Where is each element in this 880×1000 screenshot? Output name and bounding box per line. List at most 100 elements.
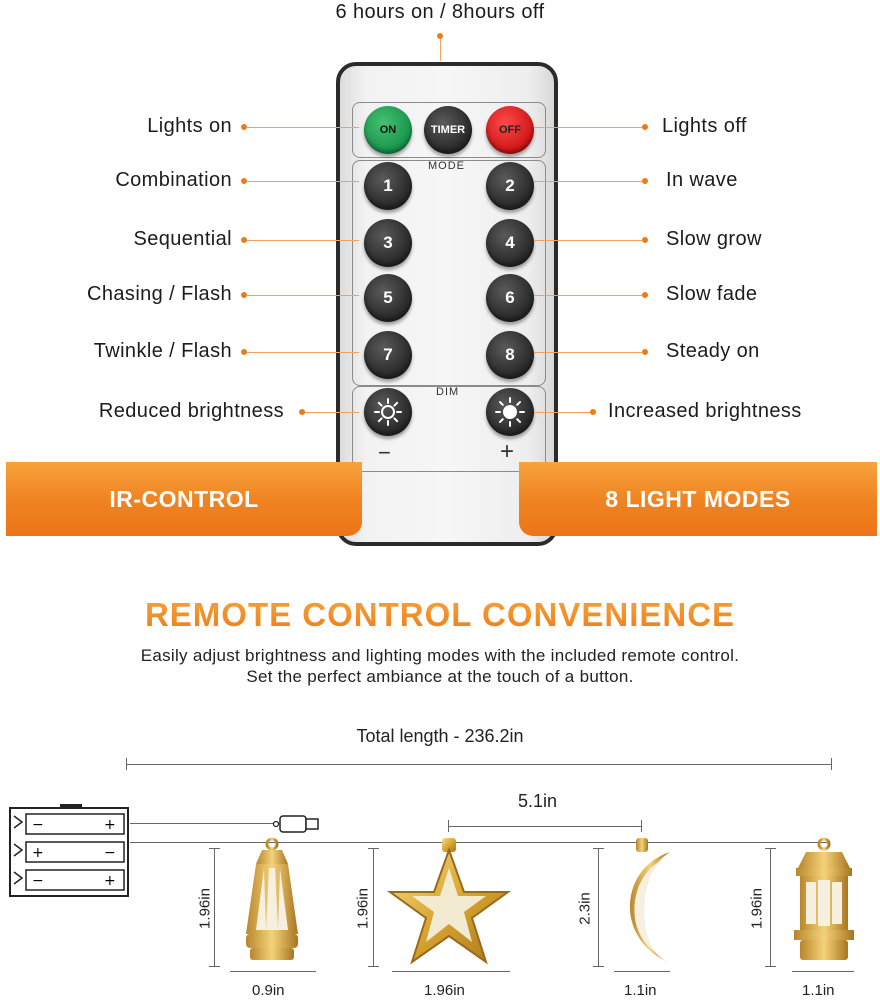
mode-label: MODE xyxy=(428,160,465,172)
mode-button-3[interactable]: 3 xyxy=(364,219,412,267)
tick xyxy=(641,820,642,832)
callout-dot xyxy=(241,292,247,298)
power-panel xyxy=(352,102,546,158)
callout-line xyxy=(247,351,359,353)
callout-line xyxy=(534,351,642,353)
dim-line xyxy=(770,848,771,966)
caption-chasing: Chasing / Flash xyxy=(87,283,232,305)
svg-text:+: + xyxy=(104,873,116,889)
caption-reduced: Reduced brightness xyxy=(98,400,284,422)
lamp-width: 1.1in xyxy=(802,982,835,999)
tick xyxy=(209,848,220,849)
dim-line xyxy=(230,971,316,972)
callout-dot xyxy=(642,178,648,184)
tick xyxy=(368,966,379,967)
caption-twinkle: Twinkle / Flash xyxy=(93,340,232,362)
caption-increased: Increased brightness xyxy=(608,400,802,422)
dim-line xyxy=(214,848,215,966)
caption-lights-on: Lights on xyxy=(147,115,232,137)
dim-line xyxy=(373,848,374,966)
banner-ir-control: IR-CONTROL xyxy=(6,462,362,536)
lantern-height: 1.96in xyxy=(196,888,214,929)
callout-line xyxy=(247,294,359,296)
callout-line xyxy=(534,126,642,128)
mode-panel xyxy=(352,160,546,386)
tick xyxy=(593,848,604,849)
callout-dot xyxy=(437,33,443,39)
caption-sequential: Sequential xyxy=(133,228,232,250)
mode-button-8[interactable]: 8 xyxy=(486,331,534,379)
tick xyxy=(765,848,776,849)
tick xyxy=(209,966,220,967)
top-caption: 6 hours on / 8hours off xyxy=(335,1,545,23)
lantern-width: 0.9in xyxy=(252,982,285,999)
battery-box-icon: − + + − − + xyxy=(9,804,129,897)
caption-slow-fade: Slow fade xyxy=(666,283,758,305)
lamp-height: 1.96in xyxy=(748,888,766,929)
callout-dot xyxy=(299,409,305,415)
tick xyxy=(448,820,449,832)
mode-button-6[interactable]: 6 xyxy=(486,274,534,322)
svg-text:+: + xyxy=(104,817,116,833)
tick xyxy=(368,848,379,849)
callout-line xyxy=(247,126,359,128)
mode-button-5[interactable]: 5 xyxy=(364,274,412,322)
svg-text:−: − xyxy=(32,873,44,889)
light-string-wire xyxy=(130,842,830,843)
moon-width: 1.1in xyxy=(624,982,657,999)
mode-button-4[interactable]: 4 xyxy=(486,219,534,267)
sun-outline-icon xyxy=(374,398,402,426)
dim-up-button[interactable] xyxy=(486,388,534,436)
off-button[interactable]: OFF xyxy=(486,106,534,154)
callout-dot xyxy=(241,124,247,130)
dim-line xyxy=(792,971,854,972)
lantern-ornament xyxy=(246,838,298,960)
plus-label: + xyxy=(500,438,515,465)
callout-line xyxy=(305,411,359,413)
star-width: 1.96in xyxy=(424,982,465,999)
callout-dot xyxy=(642,237,648,243)
lamp-ornament xyxy=(794,838,854,960)
mode-button-1[interactable]: 1 xyxy=(364,162,412,210)
subline-2: Set the perfect ambiance at the touch of… xyxy=(246,667,634,686)
mode-button-2[interactable]: 2 xyxy=(486,162,534,210)
svg-text:−: − xyxy=(32,817,44,833)
star-height: 1.96in xyxy=(354,888,372,929)
timer-button[interactable]: TIMER xyxy=(424,106,472,154)
headline: REMOTE CONTROL CONVENIENCE xyxy=(0,596,880,634)
mode-button-7[interactable]: 7 xyxy=(364,331,412,379)
total-length-line xyxy=(126,764,832,765)
dim-line xyxy=(392,971,510,972)
tick xyxy=(593,966,604,967)
callout-dot xyxy=(642,349,648,355)
banner-light-modes: 8 LIGHT MODES xyxy=(519,462,877,536)
callout-line xyxy=(534,239,642,241)
callout-dot xyxy=(241,237,247,243)
subline-1: Easily adjust brightness and lighting mo… xyxy=(140,646,740,665)
moon-ornament xyxy=(629,838,670,962)
dim-panel xyxy=(352,386,546,472)
tick xyxy=(765,966,776,967)
star-ornament xyxy=(386,838,512,965)
dim-line xyxy=(598,848,599,966)
dim-label: DIM xyxy=(436,386,460,398)
callout-line xyxy=(534,180,642,182)
on-button[interactable]: ON xyxy=(364,106,412,154)
callout-line xyxy=(534,411,590,413)
caption-combination: Combination xyxy=(115,169,232,191)
sun-filled-icon xyxy=(495,397,525,427)
callout-dot xyxy=(241,178,247,184)
callout-dot xyxy=(241,349,247,355)
caption-in-wave: In wave xyxy=(666,169,738,191)
svg-text:+: + xyxy=(32,845,44,861)
total-length-label: Total length - 236.2in xyxy=(356,726,524,746)
caption-lights-off: Lights off xyxy=(662,115,747,137)
dim-down-button[interactable] xyxy=(364,388,412,436)
usb-plug-icon xyxy=(272,815,319,833)
tick xyxy=(126,758,127,770)
svg-text:−: − xyxy=(104,845,116,861)
callout-line xyxy=(247,180,359,182)
tick xyxy=(831,758,832,770)
spacing-label: 5.1in xyxy=(518,791,558,811)
moon-height: 2.3in xyxy=(576,892,594,925)
